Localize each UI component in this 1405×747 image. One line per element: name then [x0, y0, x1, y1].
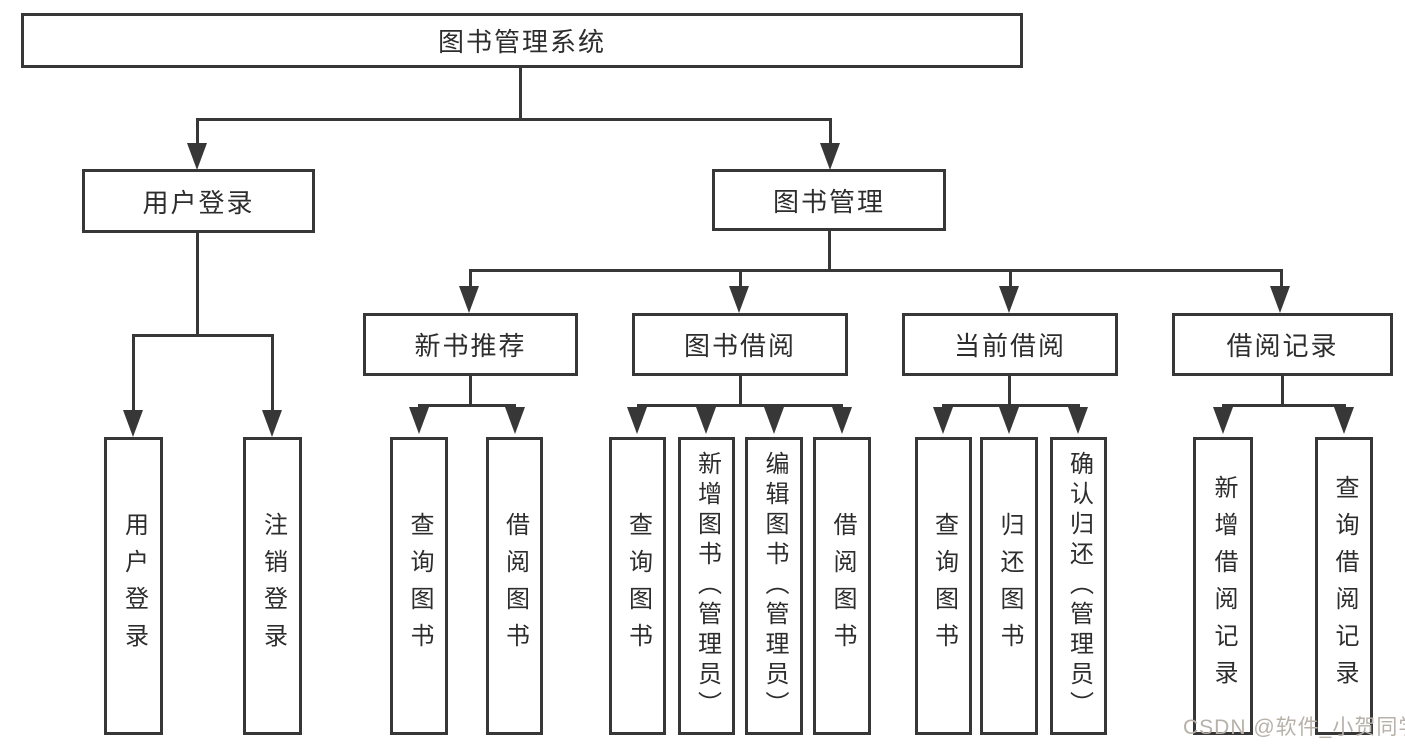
- arrowhead-bookborrow-leaf3: [764, 407, 784, 434]
- node-user-login: 用户登录: [82, 169, 315, 233]
- arrowhead-borrowrecords: [1270, 286, 1290, 313]
- arrowhead-to-login: [187, 143, 207, 170]
- leaf-bookborrow-add-books-admin: 新增图书（管理员）: [678, 437, 735, 735]
- node-new-books: 新书推荐: [363, 313, 578, 376]
- connector-currentborrow-stem-top: [1009, 269, 1012, 287]
- leaf-records-add-borrow-record: 新增借阅记录: [1193, 437, 1253, 735]
- connector-login-stem: [196, 233, 199, 337]
- connector-newbooks-stem-top: [469, 269, 472, 287]
- arrowhead-borrowrecords-leaf1: [1213, 407, 1233, 434]
- leaf-bookborrow-edit-books-admin: 编辑图书（管理员）: [745, 437, 803, 735]
- arrowhead-borrowrecords-leaf2: [1334, 407, 1354, 434]
- connector-management-stem: [828, 231, 831, 272]
- arrowhead-currentborrow-leaf3: [1068, 407, 1088, 434]
- connector-to-management-stem: [829, 118, 832, 148]
- connector-management-branch: [470, 269, 1282, 272]
- connector-borrowrecords-stem-top: [1280, 269, 1283, 287]
- node-root-library-system: 图书管理系统: [21, 13, 1023, 68]
- leaf-user-login: 用户登录: [104, 437, 163, 735]
- leaf-records-query-borrow-record: 查询借阅记录: [1315, 437, 1373, 735]
- leaf-currentborrow-confirm-return-admin: 确认归还（管理员）: [1050, 437, 1107, 735]
- node-book-management: 图书管理: [712, 169, 946, 231]
- arrowhead-bookborrow-leaf1: [627, 407, 647, 434]
- arrowhead-currentborrow-leaf2: [999, 407, 1019, 434]
- connector-login-leaf2-stem: [271, 334, 274, 411]
- node-current-borrow: 当前借阅: [902, 313, 1118, 376]
- leaf-newbooks-borrow-books: 借阅图书: [486, 437, 543, 735]
- connector-root-branch: [197, 118, 831, 121]
- connector-to-login-stem: [196, 118, 199, 148]
- arrowhead-bookborrow-leaf2: [696, 407, 716, 434]
- connector-bookborrow-branch: [637, 404, 843, 407]
- connector-newbooks-stem: [469, 376, 472, 407]
- connector-currentborrow-stem: [1008, 376, 1011, 407]
- leaf-bookborrow-borrow-books: 借阅图书: [813, 437, 871, 735]
- arrowhead-bookborrow-leaf4: [832, 407, 852, 434]
- node-book-borrow: 图书借阅: [632, 313, 848, 376]
- node-borrow-records: 借阅记录: [1172, 313, 1393, 376]
- leaf-newbooks-query-books: 查询图书: [390, 437, 448, 735]
- connector-login-leaf1-stem: [132, 334, 135, 411]
- connector-newbooks-branch: [418, 404, 516, 407]
- arrowhead-newbooks-leaf2: [505, 407, 525, 434]
- leaf-currentborrow-query-books: 查询图书: [915, 437, 972, 735]
- arrowhead-login-leaf1: [123, 410, 143, 437]
- arrowhead-currentborrow-leaf1: [933, 407, 953, 434]
- connector-currentborrow-branch: [942, 404, 1080, 407]
- connector-root-trunk: [519, 68, 522, 121]
- csdn-watermark: CSDN @软件_小贺同学: [1183, 716, 1405, 739]
- arrowhead-newbooks-leaf1: [409, 407, 429, 434]
- arrowhead-currentborrow: [999, 286, 1019, 313]
- leaf-currentborrow-return-books: 归还图书: [980, 437, 1038, 735]
- connector-borrowrecords-stem: [1281, 376, 1284, 407]
- arrowhead-login-leaf2: [262, 410, 282, 437]
- leaf-logout: 注销登录: [243, 437, 302, 735]
- arrowhead-bookborrow: [729, 286, 749, 313]
- arrowhead-to-management: [820, 143, 840, 170]
- arrowhead-newbooks: [459, 286, 479, 313]
- leaf-bookborrow-query-books: 查询图书: [609, 437, 666, 735]
- connector-bookborrow-stem: [739, 376, 742, 407]
- connector-login-branch: [132, 334, 274, 337]
- connector-bookborrow-stem-top: [739, 269, 742, 287]
- connector-borrowrecords-branch: [1222, 404, 1346, 407]
